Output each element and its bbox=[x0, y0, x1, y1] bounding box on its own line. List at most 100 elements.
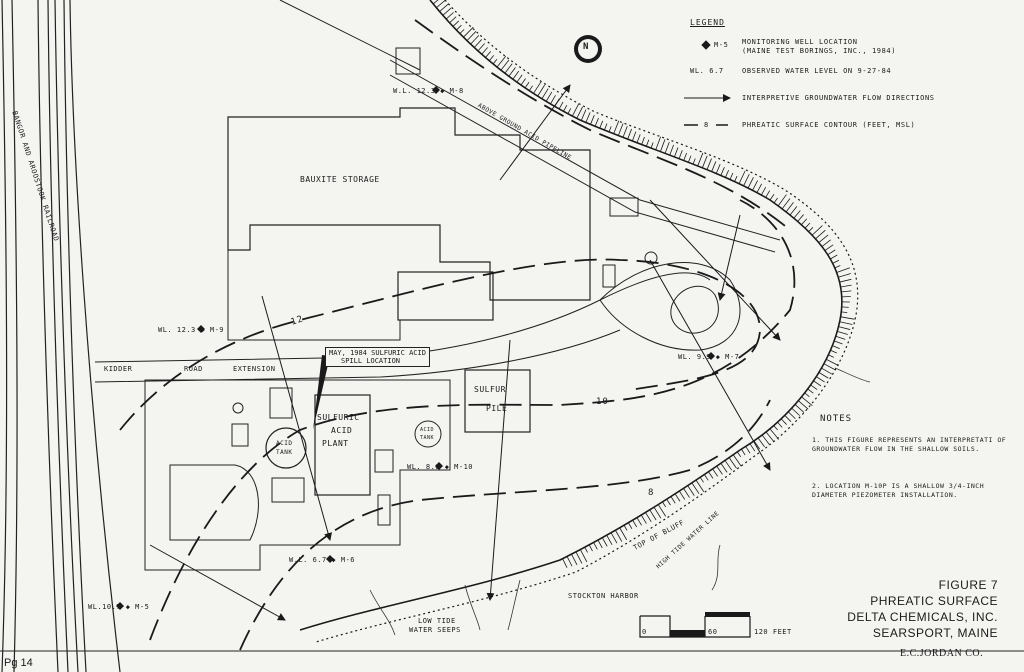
bluff-hatch-tick bbox=[701, 155, 708, 168]
bluff-hatch-tick bbox=[432, 0, 439, 5]
bluff-hatch-tick bbox=[833, 340, 843, 345]
small-circle bbox=[232, 402, 244, 414]
bluff-hatch-tick bbox=[619, 527, 628, 541]
bluff-hatch-tick bbox=[752, 180, 758, 191]
bluff-hatch-tick bbox=[720, 463, 728, 473]
storage-yard bbox=[227, 250, 401, 341]
scale-bar-fill bbox=[670, 612, 750, 637]
contour-8-label: 8 bbox=[648, 488, 655, 498]
bluff-hatch-tick bbox=[670, 496, 676, 504]
bluff-hatch-tick bbox=[678, 490, 686, 500]
spill-location-marker bbox=[313, 355, 330, 430]
bluff-hatch-tick bbox=[683, 488, 690, 498]
bluff-hatch-tick bbox=[545, 91, 553, 102]
bluff-hatch-tick bbox=[640, 514, 647, 524]
scale-120-label: 120 FEET bbox=[754, 628, 792, 636]
bluff-hatch-tick bbox=[692, 158, 696, 165]
bluff-hatch-tick bbox=[827, 249, 836, 256]
well-m7-label: WL. 9.9 ◆ M-7 bbox=[678, 353, 740, 361]
tank-1-label-1: ACID bbox=[276, 440, 293, 447]
scale-60-label: 60 bbox=[708, 628, 718, 636]
bluff-hatch-tick bbox=[650, 142, 654, 149]
access-road-inner bbox=[670, 285, 719, 334]
bluff-hatch-tick bbox=[466, 31, 477, 41]
bluff-hatch-tick bbox=[588, 544, 593, 552]
bluff-hatch-tick bbox=[687, 485, 695, 496]
bluff-hatch-tick bbox=[617, 123, 624, 136]
plant-label-2: ACID bbox=[331, 426, 353, 435]
legend-flow-text: INTERPRETIVE GROUNDWATER FLOW DIRECTIONS bbox=[742, 94, 935, 102]
bluff-hatch-tick bbox=[813, 380, 822, 387]
acid-pipeline bbox=[389, 59, 781, 253]
legend-title: LEGEND bbox=[690, 18, 725, 27]
flow-arrow bbox=[486, 339, 511, 601]
bluff-hatch-tick bbox=[761, 434, 770, 445]
bluff-hatch-tick bbox=[657, 504, 667, 517]
bluff-hatch-tick bbox=[488, 55, 495, 61]
stockton-harbor-label: STOCKTON HARBOR bbox=[568, 592, 639, 600]
spill-callout-line1: MAY, 1984 SULFURIC ACID bbox=[329, 349, 426, 357]
bluff-hatch-tick bbox=[704, 474, 709, 481]
contour-12 bbox=[119, 258, 761, 431]
bluff-hatch-tick bbox=[697, 152, 704, 167]
bluff-hatch-tick bbox=[699, 477, 704, 483]
bluff-hatch-tick bbox=[706, 158, 712, 170]
bluff-hatch-tick bbox=[745, 446, 751, 454]
kidder-label: KIDDER bbox=[104, 365, 133, 373]
bluff-hatch-tick bbox=[753, 440, 761, 450]
scale-0-label: 0 bbox=[642, 628, 647, 636]
bluff-hatch-tick bbox=[584, 547, 588, 553]
legend-contour-text: PHREATIC SURFACE CONTOUR (FEET, MSL) bbox=[742, 121, 916, 129]
figure-number: FIGURE 7 bbox=[938, 578, 998, 592]
bluff-hatch-tick bbox=[688, 155, 692, 163]
bldg-b bbox=[231, 423, 249, 447]
spill-callout-line2: SPILL LOCATION bbox=[341, 357, 401, 365]
bluff-hatch-tick bbox=[789, 206, 798, 216]
bluff-hatch-tick bbox=[649, 509, 657, 521]
bluff-hatch-tick bbox=[781, 198, 791, 210]
bluff-hatch-tick bbox=[716, 465, 723, 475]
bluff-hatch-tick bbox=[838, 273, 851, 278]
acid-tank-1 bbox=[265, 427, 307, 469]
bluff-hatch-tick bbox=[773, 197, 778, 204]
phreatic-contours bbox=[119, 19, 796, 651]
bluff-hatch-tick bbox=[801, 218, 808, 225]
bluff-hatch-tick bbox=[839, 321, 853, 325]
bluff-hatch-tick bbox=[838, 326, 851, 330]
bluff-hatch-tick bbox=[674, 147, 679, 158]
bluff-hatch-tick bbox=[749, 443, 756, 452]
bluff-hatch-tick bbox=[810, 384, 818, 390]
bluff-hatch-tick bbox=[520, 78, 526, 86]
legend-wl-symbol: WL. 6.7 bbox=[690, 67, 724, 75]
bluff-hatch-tick bbox=[606, 534, 613, 545]
north-arrow bbox=[574, 35, 602, 63]
bluff-hatch-tick bbox=[613, 120, 620, 134]
bluff-hatch-tick bbox=[512, 70, 520, 80]
acid-tank-2 bbox=[414, 420, 442, 448]
notes-title: NOTES bbox=[820, 414, 853, 424]
bluff-hatch-tick bbox=[797, 214, 804, 222]
tank-2-label-1: ACID bbox=[420, 427, 435, 433]
bluff-hatch-tick bbox=[585, 112, 591, 123]
page-label: Pg 14 bbox=[4, 657, 33, 669]
flow-arrow bbox=[149, 544, 286, 621]
bauxite-storage bbox=[227, 107, 591, 301]
bluff-hatch-tick bbox=[732, 454, 742, 467]
bluff-hatch-tick bbox=[449, 16, 457, 24]
bluff-hatch-tick bbox=[747, 177, 754, 189]
bluff-hatch-tick bbox=[459, 29, 465, 34]
bluff-hatch-tick bbox=[508, 67, 516, 77]
spill-location-callout: MAY, 1984 SULFURIC ACID SPILL LOCATION bbox=[325, 347, 430, 367]
small-building-top bbox=[395, 47, 421, 75]
bluff-hatch-tick bbox=[815, 229, 826, 240]
north-label: N bbox=[583, 42, 590, 52]
bluff-hatch-tick bbox=[695, 479, 705, 492]
bluff-hatch-tick bbox=[801, 396, 813, 407]
tank-1-label-2: TANK bbox=[276, 449, 293, 456]
bluff-hatch-tick bbox=[567, 108, 572, 114]
railroad-tracks bbox=[1, 0, 121, 672]
bluff-hatch-tick bbox=[828, 354, 834, 358]
legend-well-symbol: M-5 bbox=[714, 41, 729, 49]
bluff-hatch-tick bbox=[818, 234, 829, 243]
access-road bbox=[599, 262, 741, 351]
